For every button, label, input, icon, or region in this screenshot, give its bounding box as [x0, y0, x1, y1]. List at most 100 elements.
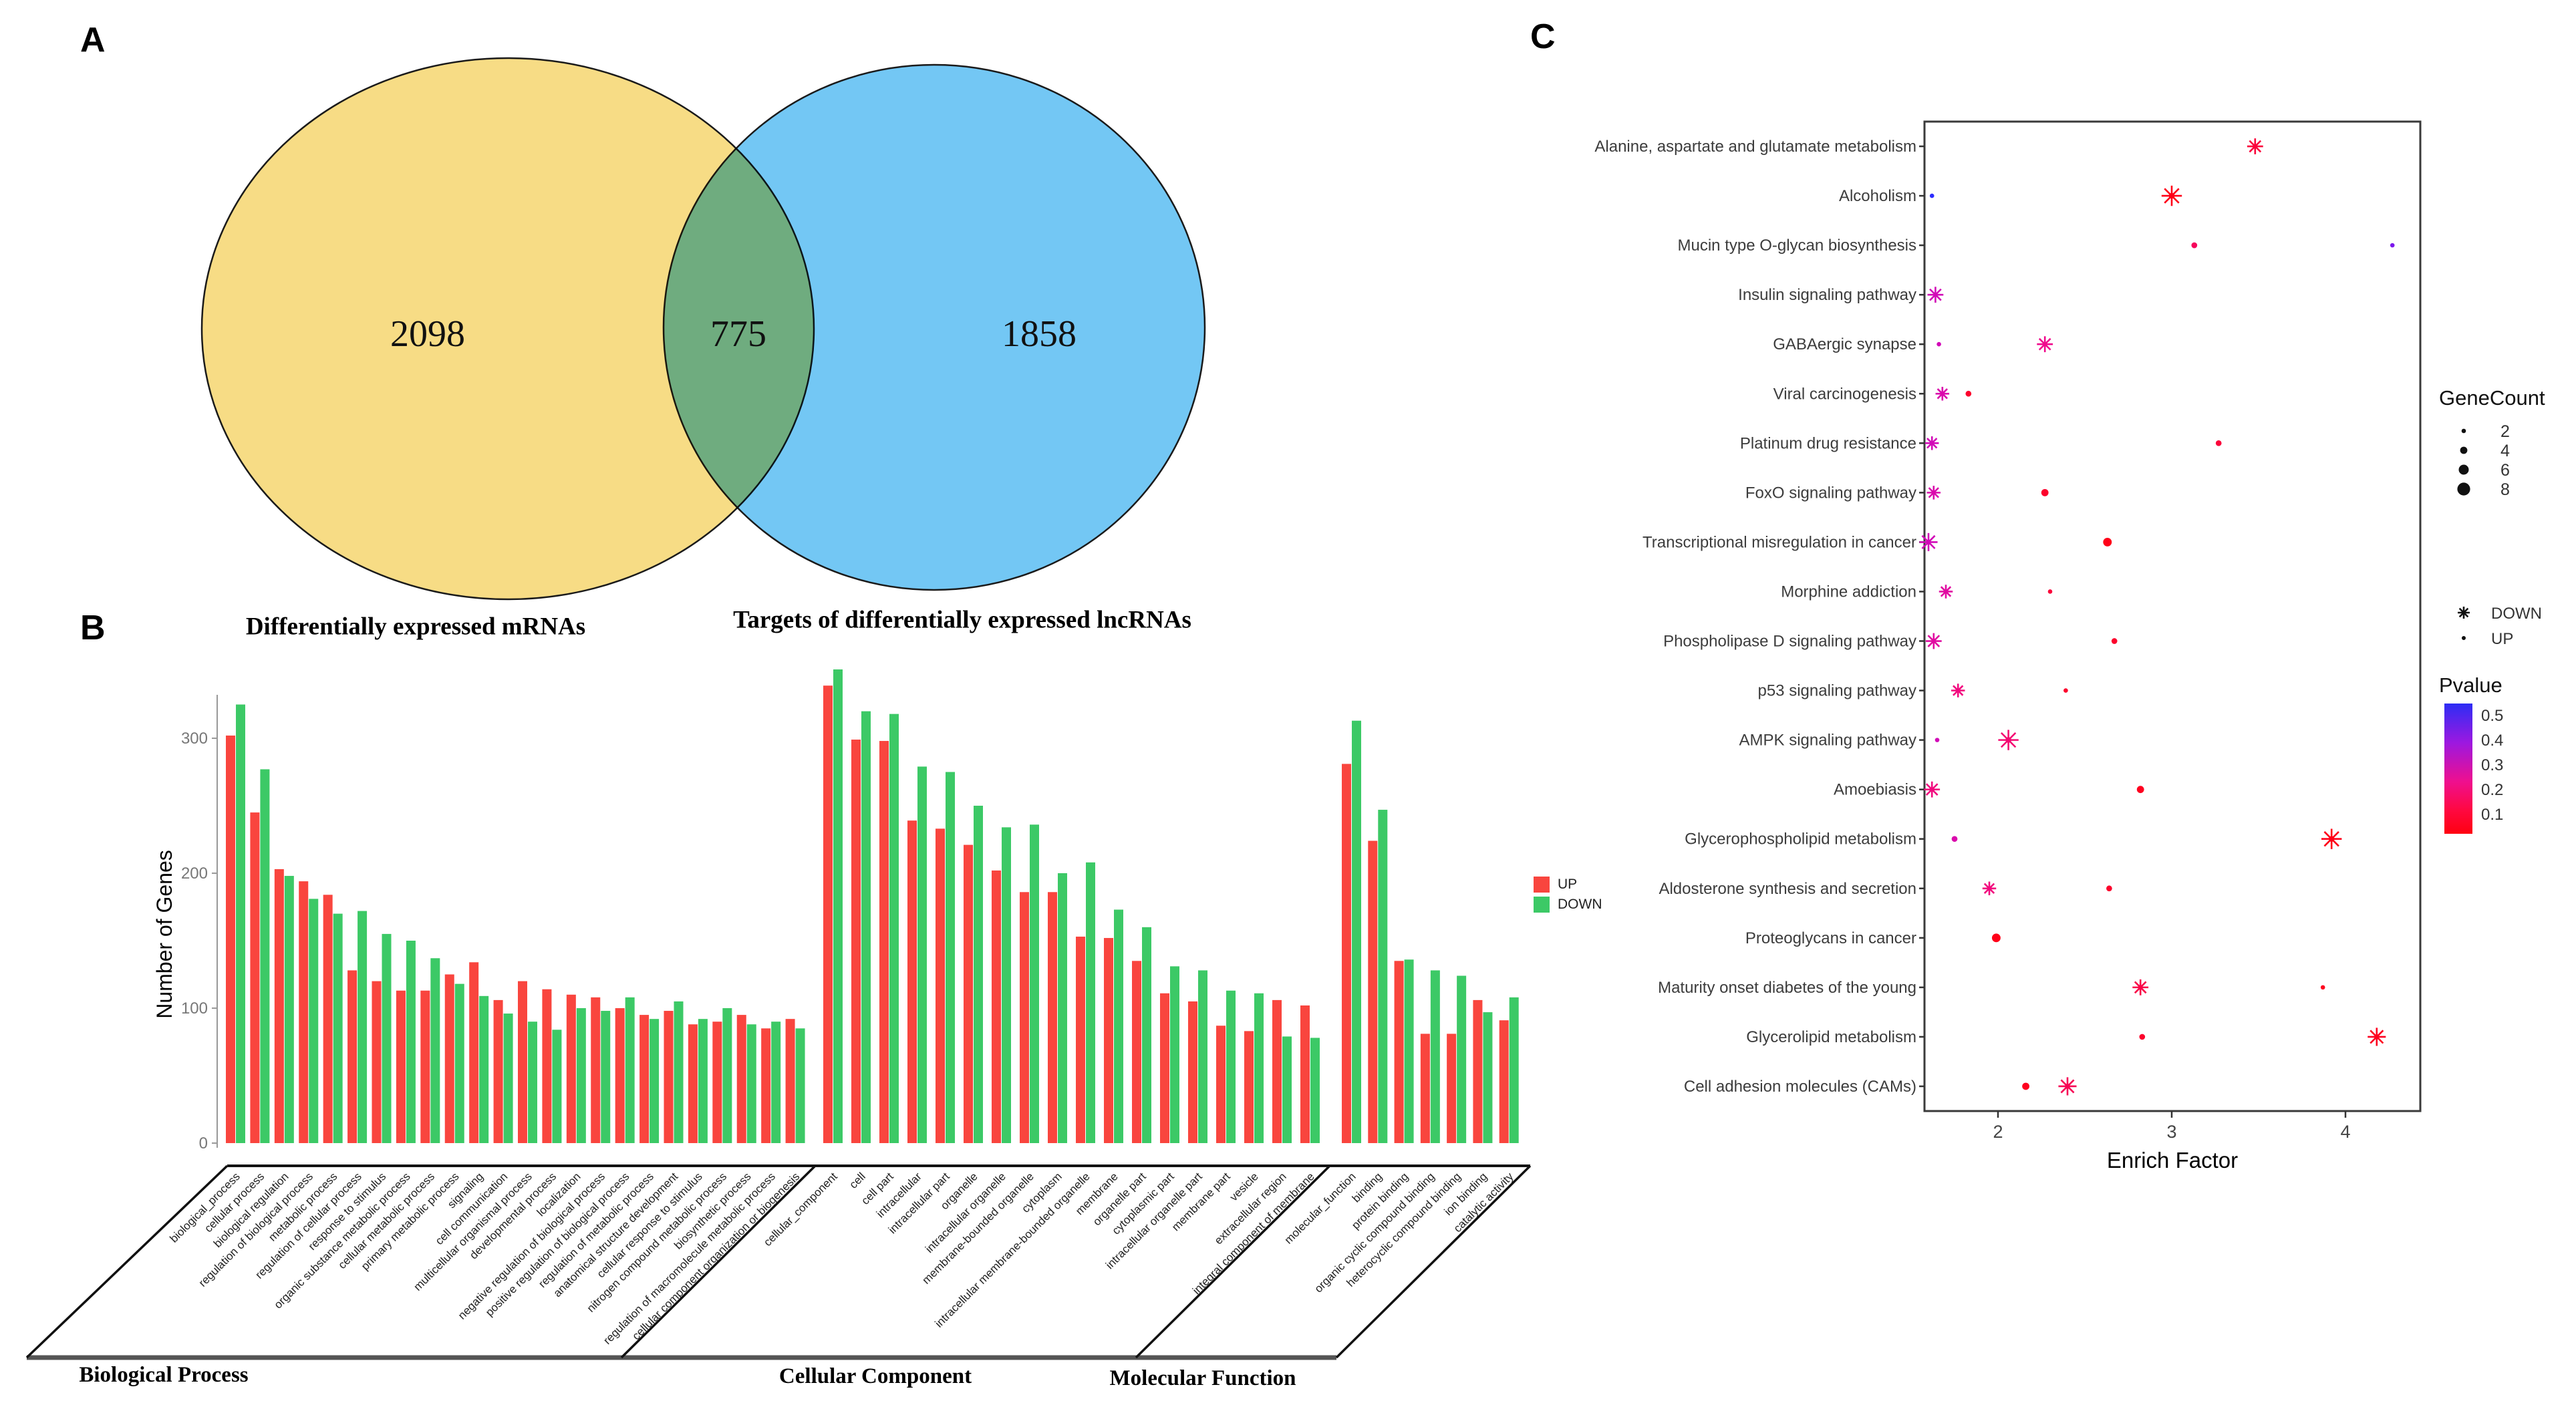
b-divider-3 — [1335, 1164, 1532, 1359]
bar-up-cytoplasm — [1048, 892, 1057, 1143]
bar-up-heterocyclic compound binding — [1447, 1034, 1457, 1143]
pvalue-tick-label: 0.4 — [2481, 732, 2504, 750]
bar-down-intracellular organelle part — [1198, 970, 1207, 1143]
c-pathway-label: Morphine addiction — [1781, 583, 1916, 601]
bar-up-molecular_function — [1342, 764, 1351, 1143]
venn-right-count: 1858 — [1002, 313, 1077, 355]
bar-down-cytoplasmic part — [1170, 966, 1179, 1143]
bar-up-regulation of cellular process — [347, 970, 357, 1143]
b-divider-1 — [620, 1164, 817, 1359]
bar-up-anatomical structure development — [664, 1011, 674, 1143]
marker-up-AMPK signaling pathway — [1935, 738, 1940, 742]
b-divider-2 — [1135, 1164, 1331, 1359]
bar-down-cytoplasm — [1058, 873, 1067, 1143]
bar-down-cell communication — [503, 1013, 513, 1143]
bar-up-primary metabolic process — [444, 974, 454, 1143]
venn-right-label: Targets of differentially expressed lncR… — [733, 606, 1191, 634]
legend-down-row: DOWN — [1534, 897, 1602, 913]
b-y-tick-label: 300 — [181, 730, 208, 748]
bar-down-intracellular part — [946, 772, 955, 1143]
bar-up-cell — [851, 740, 861, 1143]
bar-up-response to stimulus — [372, 981, 382, 1143]
bar-up-cellular component organization or biogenesis — [785, 1019, 795, 1143]
c-pathway-label: Glycerolipid metabolism — [1746, 1028, 1916, 1046]
marker-up-Mucin type O-glycan biosynthesis — [2191, 242, 2198, 249]
marker-down-Alcoholism — [2161, 185, 2182, 206]
bar-down-intracellular organelle — [1002, 827, 1011, 1143]
bar-up-ion binding — [1473, 999, 1483, 1143]
marker-down-Phospholipase D signaling pathway — [1925, 633, 1942, 649]
group-label-bp: Biological Process — [79, 1363, 249, 1387]
bar-down-cellular metabolic process — [430, 958, 440, 1143]
marker-down-Insulin signaling pathway — [1927, 287, 1944, 303]
bar-up-membrane — [1104, 937, 1113, 1143]
pvalue-tick-label: 0.5 — [2481, 707, 2504, 725]
c-pathway-label: Proteoglycans in cancer — [1745, 929, 1916, 947]
bar-down-cell — [861, 711, 871, 1143]
bar-down-biological_process — [236, 704, 245, 1143]
marker-up-Maturity onset diabetes of the young — [2320, 985, 2325, 990]
genecount-size-dot — [2457, 482, 2470, 496]
bar-up-cellular process — [250, 812, 260, 1143]
bar-up-nitrogen compound metabolic process — [712, 1022, 722, 1143]
bar-up-positive regulation of biological process — [615, 1008, 625, 1143]
bar-up-biological_process — [226, 735, 235, 1143]
bar-up-localization — [566, 994, 576, 1143]
marker-up-Glycerophospholipid metabolism — [1951, 836, 1958, 842]
bar-down-metabolic process — [333, 913, 343, 1143]
bar-down-cellular process — [260, 769, 270, 1143]
bar-down-response to stimulus — [382, 933, 392, 1143]
bar-up-cell communication — [493, 999, 503, 1143]
bar-up-multicellular organismal process — [518, 981, 527, 1143]
venn-right-ellipse — [662, 63, 1206, 591]
bar-down-positive regulation of biological process — [625, 997, 635, 1143]
bar-up-organic substance metabolic process — [396, 990, 406, 1143]
bar-up-intracellular — [907, 820, 917, 1143]
c-pathway-label: Alanine, aspartate and glutamate metabol… — [1594, 138, 1916, 156]
bar-term-label: cell — [847, 1170, 867, 1191]
venn-overlap-count: 775 — [710, 313, 766, 355]
shape-up-label: UP — [2491, 630, 2513, 648]
pvalue-colorbar — [2444, 704, 2472, 834]
marker-down-Transcriptional misregulation in cancer — [1919, 532, 1938, 551]
genecount-size-label: 4 — [2500, 442, 2510, 460]
c-pathway-label: AMPK signaling pathway — [1739, 732, 1916, 750]
bar-up-catalytic activity — [1499, 1020, 1509, 1143]
bar-down-signaling — [479, 995, 489, 1143]
marker-down-Morphine addiction — [1939, 585, 1953, 599]
bar-up-developmental process — [542, 989, 552, 1143]
bar-up-intracellular part — [936, 828, 945, 1143]
bar-up-biological regulation — [274, 869, 284, 1143]
bar-down-multicellular organismal process — [528, 1022, 537, 1143]
bar-down-primary metabolic process — [454, 983, 464, 1143]
bar-up-protein binding — [1394, 961, 1404, 1143]
bar-up-cellular_component — [823, 685, 833, 1143]
bar-up-membrane part — [1216, 1026, 1226, 1143]
c-pathway-label: Transcriptional misregulation in cancer — [1642, 533, 1916, 551]
pvalue-tick-label: 0.2 — [2481, 781, 2504, 799]
c-pathway-label: Alcoholism — [1839, 187, 1916, 205]
bar-down-developmental process — [552, 1030, 562, 1143]
bar-up-signaling — [469, 962, 479, 1143]
c-pathway-label: Glycerophospholipid metabolism — [1685, 830, 1916, 848]
venn-left-label: Differentially expressed mRNAs — [245, 613, 586, 641]
bar-term-label: molecular_function — [1282, 1170, 1358, 1246]
bar-up-extracellular region — [1272, 999, 1282, 1143]
bar-up-intracellular organelle part — [1188, 1001, 1197, 1143]
b-y-tick-label: 100 — [181, 999, 208, 1018]
bar-up-cell part — [879, 741, 889, 1143]
bar-up-cytoplasmic part — [1160, 993, 1169, 1143]
bar-down-nitrogen compound metabolic process — [722, 1008, 732, 1143]
genecount-size-dot — [2461, 428, 2466, 434]
marker-down-Aldosterone synthesis and secretion — [1982, 881, 1997, 896]
group-label-mf: Molecular Function — [1109, 1366, 1296, 1390]
bar-down-intracellular — [917, 766, 927, 1143]
c-pathway-label: Viral carcinogenesis — [1773, 385, 1916, 403]
bar-down-integral component of membrane — [1310, 1038, 1320, 1143]
marker-down-Glycerolipid metabolism — [2368, 1028, 2386, 1046]
pvalue-legend-title: Pvalue — [2439, 673, 2502, 697]
bar-down-localization — [576, 1008, 586, 1143]
